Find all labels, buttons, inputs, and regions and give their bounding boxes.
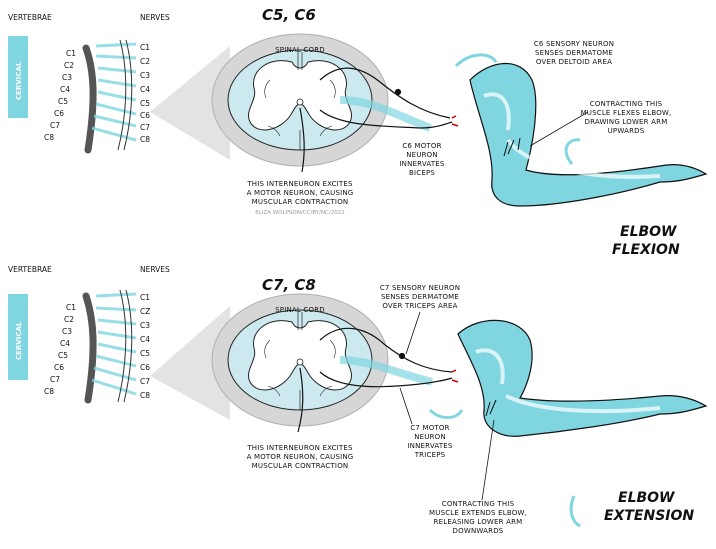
svg-text:INNERVATES: INNERVATES (407, 442, 453, 450)
sensory-note: C7 SENSORY NEURON SENSES DERMATOME OVER … (380, 284, 460, 310)
svg-text:TRICEPS: TRICEPS (414, 451, 446, 459)
svg-text:INNERVATES: INNERVATES (399, 160, 445, 168)
svg-text:NEURON: NEURON (406, 151, 438, 159)
panel-title: C7, C8 (262, 276, 316, 294)
credit: ELIZA WOLPSON/CC/BY/NC/2022 (255, 210, 344, 216)
svg-text:C1: C1 (66, 303, 76, 312)
vertebra-level-labels: C1 C2 C3 C4 C5 C6 C7 C8 (44, 49, 76, 142)
svg-text:A MOTOR NEURON, CAUSING: A MOTOR NEURON, CAUSING (247, 189, 354, 197)
svg-text:EXTENSION: EXTENSION (604, 508, 694, 524)
svg-text:C2: C2 (64, 315, 74, 324)
svg-text:C8: C8 (140, 135, 150, 144)
svg-text:C8: C8 (44, 387, 54, 396)
interneuron-note: THIS INTERNEURON EXCITES A MOTOR NEURON,… (246, 444, 353, 470)
svg-text:C6: C6 (140, 111, 150, 120)
arm-flexion (470, 63, 706, 206)
svg-text:C4: C4 (140, 85, 150, 94)
motor-note: C7 MOTOR NEURON INNERVATES TRICEPS (407, 424, 453, 459)
svg-text:DRAWING LOWER ARM: DRAWING LOWER ARM (585, 118, 668, 126)
sensory-note: C6 SENSORY NEURON SENSES DERMATOME OVER … (534, 40, 614, 66)
svg-text:MUSCLE FLEXES ELBOW,: MUSCLE FLEXES ELBOW, (581, 109, 672, 117)
svg-text:C7: C7 (50, 121, 60, 130)
action-title: ELBOW EXTENSION (604, 490, 694, 524)
panel-extension: CERVICAL VERTEBRAE NERVES C1 C2 C3 C4 C5… (8, 265, 706, 535)
svg-text:RELEASING LOWER ARM: RELEASING LOWER ARM (434, 518, 523, 526)
svg-text:SENSES DERMATOME: SENSES DERMATOME (535, 49, 613, 57)
svg-text:ELBOW: ELBOW (620, 224, 677, 240)
arm-extension (458, 320, 706, 436)
nerves-heading: NERVES (140, 13, 170, 22)
svg-text:NEURON: NEURON (414, 433, 446, 441)
nerve-level-labels: C1 C2 C3 C4 C5 C6 C7 C8 (140, 43, 150, 144)
svg-text:C4: C4 (60, 339, 70, 348)
svg-text:C7: C7 (140, 123, 150, 132)
svg-text:C2: C2 (140, 57, 150, 66)
svg-text:C3: C3 (140, 321, 150, 330)
nerves-heading: NERVES (140, 265, 170, 274)
svg-text:C3: C3 (62, 327, 72, 336)
cervical-label: CERVICAL (15, 321, 23, 360)
nerve-level-labels: C1 CZ C3 C4 C5 C6 C7 C8 (140, 293, 150, 400)
muscle-note: CONTRACTING THIS MUSCLE EXTENDS ELBOW, R… (429, 500, 527, 535)
interneuron-note: THIS INTERNEURON EXCITES A MOTOR NEURON,… (246, 180, 353, 206)
svg-text:OVER DELTOID AREA: OVER DELTOID AREA (536, 58, 612, 66)
vertebral-column (86, 48, 93, 150)
svg-text:C2: C2 (64, 61, 74, 70)
svg-text:THIS INTERNEURON EXCITES: THIS INTERNEURON EXCITES (246, 180, 353, 188)
cervical-label: CERVICAL (15, 61, 23, 100)
svg-text:C1: C1 (66, 49, 76, 58)
svg-text:UPWARDS: UPWARDS (608, 127, 645, 135)
panel-title: C5, C6 (262, 6, 316, 24)
action-title: ELBOW FLEXION (612, 224, 680, 258)
svg-text:C7 SENSORY NEURON: C7 SENSORY NEURON (380, 284, 460, 292)
svg-text:C8: C8 (140, 391, 150, 400)
svg-text:CONTRACTING THIS: CONTRACTING THIS (442, 500, 515, 508)
svg-text:C6: C6 (54, 363, 64, 372)
svg-text:C5: C5 (58, 97, 68, 106)
spinal-cord-label: SPINAL CORD (275, 306, 325, 314)
svg-text:THIS INTERNEURON EXCITES: THIS INTERNEURON EXCITES (246, 444, 353, 452)
vertebrae-heading: VERTEBRAE (8, 13, 52, 22)
svg-text:FLEXION: FLEXION (612, 242, 680, 258)
svg-text:ELBOW: ELBOW (618, 490, 675, 506)
vertebral-column (86, 296, 93, 400)
svg-text:C6 SENSORY NEURON: C6 SENSORY NEURON (534, 40, 614, 48)
svg-text:DOWNWARDS: DOWNWARDS (453, 527, 504, 535)
svg-text:C4: C4 (140, 335, 150, 344)
svg-text:C1: C1 (140, 293, 150, 302)
spinal-cord-label: SPINAL CORD (275, 46, 325, 54)
svg-text:C8: C8 (44, 133, 54, 142)
svg-text:C5: C5 (58, 351, 68, 360)
muscle-note: CONTRACTING THIS MUSCLE FLEXES ELBOW, DR… (581, 100, 672, 135)
svg-text:BICEPS: BICEPS (409, 169, 435, 177)
svg-text:MUSCLE EXTENDS ELBOW,: MUSCLE EXTENDS ELBOW, (429, 509, 527, 517)
svg-text:CONTRACTING THIS: CONTRACTING THIS (590, 100, 663, 108)
motor-note: C6 MOTOR NEURON INNERVATES BICEPS (399, 142, 445, 177)
vertebra-level-labels: C1 C2 C3 C4 C5 C6 C7 C8 (44, 303, 76, 396)
svg-text:MUSCULAR CONTRACTION: MUSCULAR CONTRACTION (252, 462, 349, 470)
svg-text:CZ: CZ (140, 307, 150, 316)
svg-text:C1: C1 (140, 43, 150, 52)
svg-text:MUSCULAR CONTRACTION: MUSCULAR CONTRACTION (252, 198, 349, 206)
svg-text:C3: C3 (62, 73, 72, 82)
svg-text:A MOTOR NEURON, CAUSING: A MOTOR NEURON, CAUSING (247, 453, 354, 461)
svg-text:SENSES DERMATOME: SENSES DERMATOME (381, 293, 459, 301)
svg-text:C7: C7 (140, 377, 150, 386)
svg-text:C6: C6 (54, 109, 64, 118)
svg-text:C7 MOTOR: C7 MOTOR (410, 424, 449, 432)
svg-text:C5: C5 (140, 99, 150, 108)
svg-text:C4: C4 (60, 85, 70, 94)
panel-flexion: CERVICAL VERTEBRAE NERVES C1 C2 C3 C4 C5… (8, 6, 706, 258)
svg-text:C6: C6 (140, 363, 150, 372)
svg-text:C3: C3 (140, 71, 150, 80)
svg-text:C6 MOTOR: C6 MOTOR (402, 142, 441, 150)
svg-text:C7: C7 (50, 375, 60, 384)
vertebrae-heading: VERTEBRAE (8, 265, 52, 274)
svg-text:OVER TRICEPS AREA: OVER TRICEPS AREA (382, 302, 457, 310)
svg-text:C5: C5 (140, 349, 150, 358)
